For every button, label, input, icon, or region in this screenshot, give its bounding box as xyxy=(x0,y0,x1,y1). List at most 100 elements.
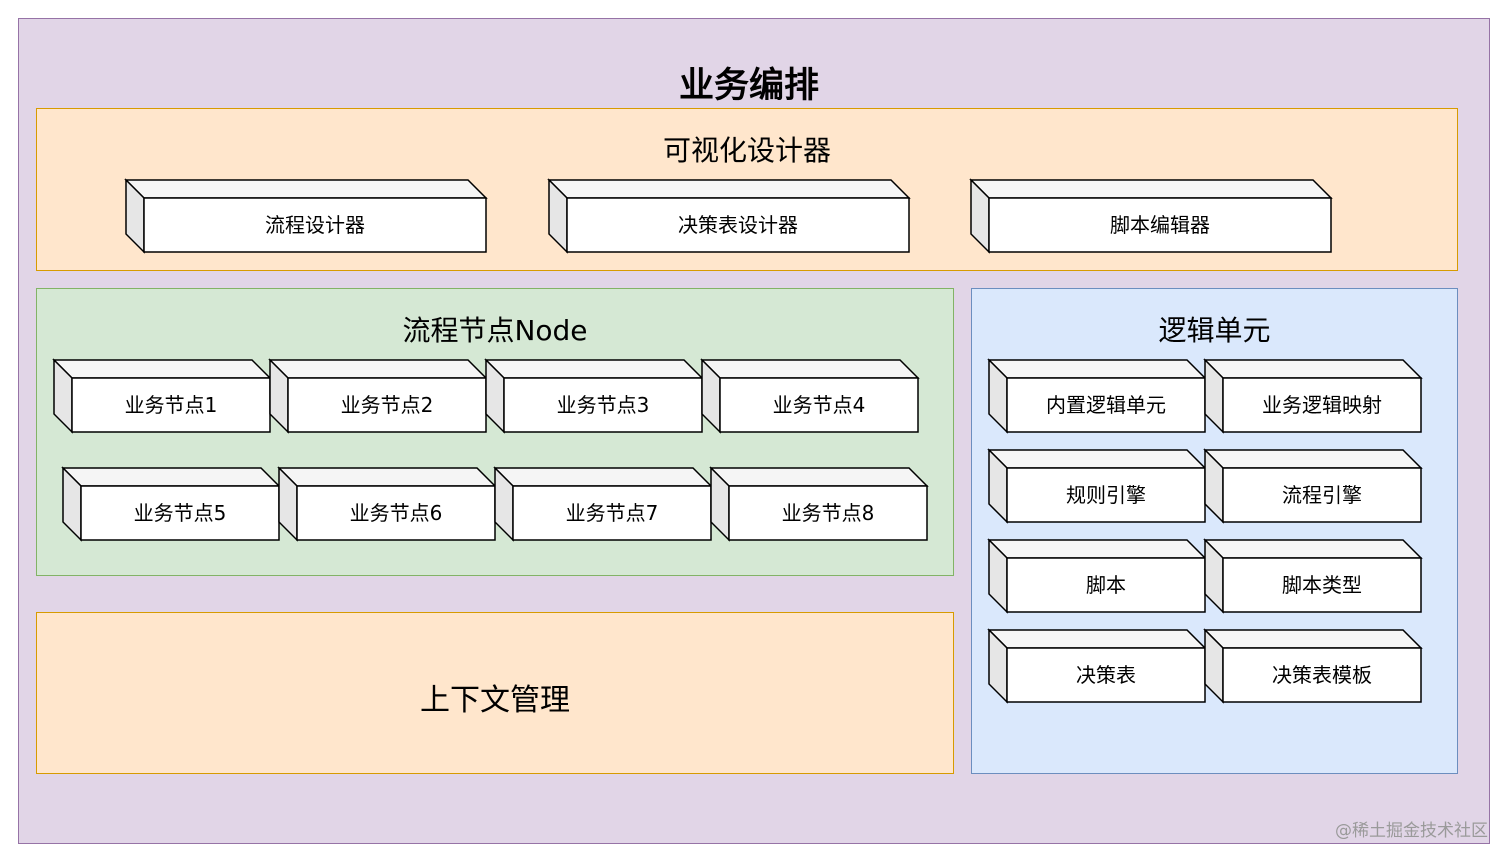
context-management-title: 上下文管理 xyxy=(420,683,570,718)
cube-top-face xyxy=(52,359,272,379)
cube-shape xyxy=(268,358,488,434)
cube-top-face xyxy=(987,359,1207,379)
flow-node-label: 业务节点3 xyxy=(556,393,650,417)
logic-item-decision-table: 决策表 xyxy=(987,628,1207,704)
logic-item-label: 脚本 xyxy=(1086,573,1126,597)
cube-front-face xyxy=(1222,557,1422,613)
logic-item-flow-engine: 流程引擎 xyxy=(1203,448,1423,524)
cube-shape xyxy=(277,466,497,542)
flow-node-label: 业务节点6 xyxy=(349,501,443,525)
flow-node-item-2: 业务节点2 xyxy=(268,358,488,434)
cube-front-face xyxy=(566,197,910,253)
cube-top-face xyxy=(987,629,1207,649)
flow-node-label: 业务节点1 xyxy=(124,393,218,417)
cube-front-face xyxy=(503,377,703,433)
cube-front-face xyxy=(1006,647,1206,703)
cube-shape xyxy=(52,358,272,434)
cube-shape xyxy=(700,358,920,434)
cube-top-face xyxy=(987,539,1207,559)
flow-node-item-1: 业务节点1 xyxy=(52,358,272,434)
logic-item-label: 规则引擎 xyxy=(1066,483,1146,507)
cube-top-face xyxy=(277,467,497,487)
flow-node-item-8: 业务节点8 xyxy=(709,466,929,542)
logic-item-label: 决策表模板 xyxy=(1272,663,1372,687)
cube-front-face xyxy=(1006,377,1206,433)
cube-shape xyxy=(1203,448,1423,524)
logic-item-label: 决策表 xyxy=(1076,663,1136,687)
designer-item-script-editor: 脚本编辑器 xyxy=(969,178,1333,254)
cube-front-face xyxy=(287,377,487,433)
flow-node-item-5: 业务节点5 xyxy=(61,466,281,542)
logic-unit-title: 逻辑单元 xyxy=(1158,314,1271,347)
cube-front-face xyxy=(728,485,928,541)
cube-shape xyxy=(987,628,1207,704)
flow-node-title: 流程节点Node xyxy=(402,314,588,347)
cube-front-face xyxy=(143,197,487,253)
cube-shape xyxy=(987,448,1207,524)
cube-shape xyxy=(547,178,911,254)
visual-designer-title: 可视化设计器 xyxy=(662,134,831,167)
cube-front-face xyxy=(1222,467,1422,523)
cube-top-face xyxy=(268,359,488,379)
logic-item-label: 流程引擎 xyxy=(1282,483,1362,507)
cube-top-face xyxy=(1203,359,1423,379)
cube-shape xyxy=(484,358,704,434)
logic-item-script: 脚本 xyxy=(987,538,1207,614)
flow-node-label: 业务节点4 xyxy=(772,393,866,417)
cube-shape xyxy=(1203,358,1423,434)
flow-node-label: 业务节点8 xyxy=(781,501,875,525)
logic-item-builtin-logic-unit: 内置逻辑单元 xyxy=(987,358,1207,434)
context-management-panel: 上下文管理 xyxy=(36,612,954,774)
logic-item-rule-engine: 规则引擎 xyxy=(987,448,1207,524)
logic-item-label: 业务逻辑映射 xyxy=(1262,393,1382,417)
designer-item-label: 决策表设计器 xyxy=(678,213,798,237)
cube-front-face xyxy=(1006,467,1206,523)
cube-front-face xyxy=(1222,647,1422,703)
designer-item-label: 流程设计器 xyxy=(265,213,365,237)
flow-node-label: 业务节点7 xyxy=(565,501,659,525)
cube-shape xyxy=(124,178,488,254)
cube-front-face xyxy=(296,485,496,541)
flow-node-item-3: 业务节点3 xyxy=(484,358,704,434)
diagram-title: 业务编排 xyxy=(678,66,819,106)
cube-top-face xyxy=(987,449,1207,469)
cube-shape xyxy=(1203,538,1423,614)
flow-node-item-4: 业务节点4 xyxy=(700,358,920,434)
logic-item-decision-table-template: 决策表模板 xyxy=(1203,628,1423,704)
logic-item-label: 脚本类型 xyxy=(1282,573,1362,597)
flow-node-label: 业务节点2 xyxy=(340,393,434,417)
designer-item-flow-designer: 流程设计器 xyxy=(124,178,488,254)
cube-top-face xyxy=(484,359,704,379)
cube-top-face xyxy=(124,179,488,199)
logic-item-script-type: 脚本类型 xyxy=(1203,538,1423,614)
cube-front-face xyxy=(1006,557,1206,613)
cube-front-face xyxy=(719,377,919,433)
cube-top-face xyxy=(61,467,281,487)
cube-shape xyxy=(987,538,1207,614)
flow-node-item-7: 业务节点7 xyxy=(493,466,713,542)
cube-shape xyxy=(709,466,929,542)
cube-front-face xyxy=(71,377,271,433)
cube-top-face xyxy=(709,467,929,487)
cube-top-face xyxy=(1203,629,1423,649)
cube-top-face xyxy=(1203,539,1423,559)
cube-shape xyxy=(969,178,1333,254)
cube-top-face xyxy=(1203,449,1423,469)
cube-front-face xyxy=(80,485,280,541)
cube-top-face xyxy=(547,179,911,199)
cube-shape xyxy=(493,466,713,542)
cube-top-face xyxy=(700,359,920,379)
cube-top-face xyxy=(493,467,713,487)
logic-item-business-logic-mapping: 业务逻辑映射 xyxy=(1203,358,1423,434)
cube-front-face xyxy=(1222,377,1422,433)
cube-front-face xyxy=(988,197,1332,253)
designer-item-label: 脚本编辑器 xyxy=(1110,213,1210,237)
watermark: @稀土掘金技术社区 xyxy=(1335,821,1488,841)
cube-front-face xyxy=(512,485,712,541)
cube-top-face xyxy=(969,179,1333,199)
flow-node-label: 业务节点5 xyxy=(133,501,227,525)
cube-shape xyxy=(1203,628,1423,704)
flow-node-item-6: 业务节点6 xyxy=(277,466,497,542)
logic-item-label: 内置逻辑单元 xyxy=(1046,393,1166,417)
designer-item-decision-table-designer: 决策表设计器 xyxy=(547,178,911,254)
